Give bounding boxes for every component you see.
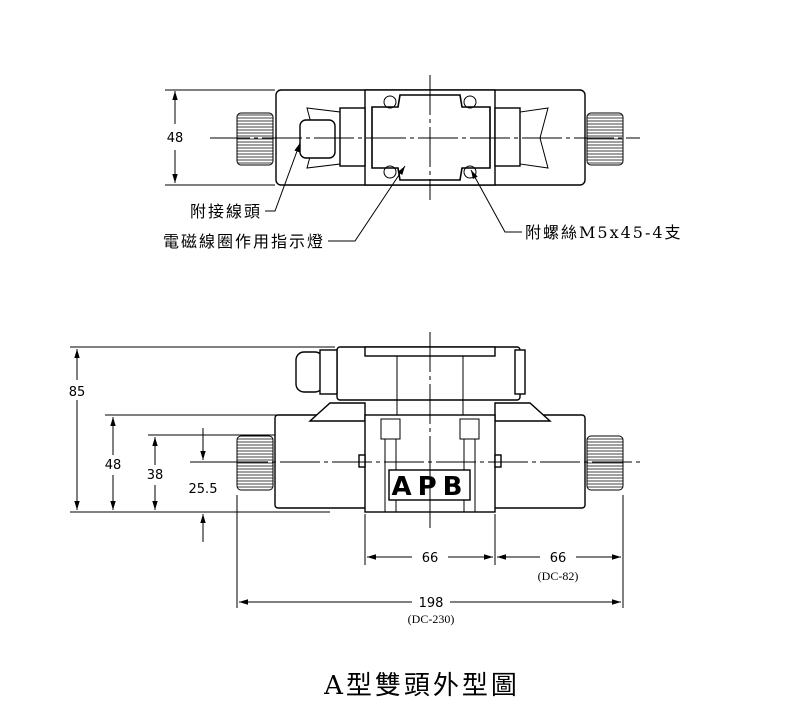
left-knob	[236, 112, 274, 166]
side-view: 85 48 38 25.5 APB	[69, 332, 640, 626]
overall-width-note: (DC-230)	[408, 612, 455, 626]
solenoid-width-note: (DC-82)	[538, 569, 579, 583]
indicator-label: 電磁線圈作用指示燈	[163, 232, 325, 251]
top-height-dimension: 48	[167, 131, 184, 146]
screws-label: 附螺絲M5x45-4支	[525, 223, 683, 242]
total-height-dimension: 85	[69, 385, 86, 400]
apb-logo: APB	[392, 472, 469, 502]
center-height-dimension: 25.5	[189, 482, 218, 497]
mount-height-dimension: 38	[147, 468, 164, 483]
body-height-dimension: 48	[105, 458, 122, 473]
connector-nut	[299, 119, 336, 159]
solenoid-width-dimension: 66	[550, 551, 567, 566]
right-knob	[586, 112, 624, 166]
right-knob-side	[586, 435, 624, 491]
center-block-width-dimension: 66	[422, 551, 439, 566]
left-knob-side	[236, 435, 274, 491]
connector-label: 附接線頭	[190, 202, 262, 221]
drawing-title: A型雙頭外型圖	[323, 671, 520, 701]
overall-width-dimension: 198	[419, 596, 444, 611]
top-view: 48 附接線頭 電磁線圈作用指示燈 附螺絲M5x45-4支	[163, 75, 683, 251]
